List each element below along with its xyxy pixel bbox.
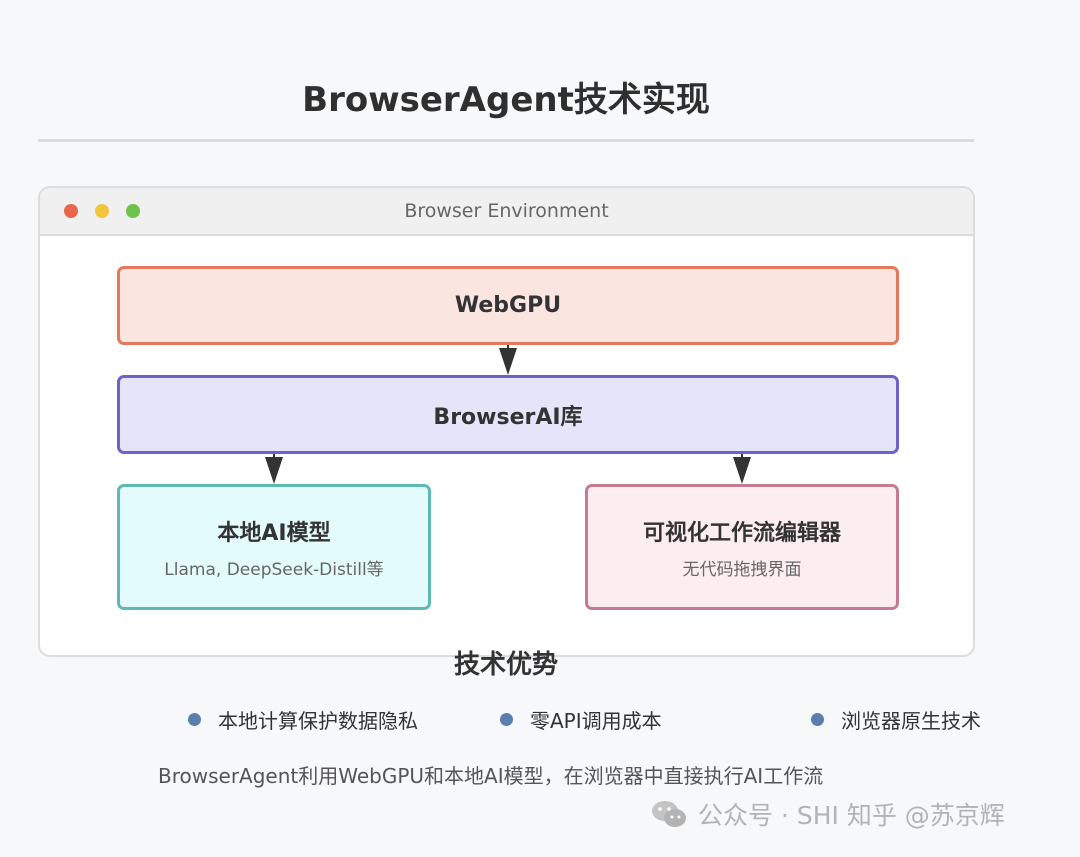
browser-window: Browser Environment WebGPU BrowserAI库 本地… xyxy=(38,186,975,657)
workflow-sub: 无代码拖拽界面 xyxy=(682,559,802,580)
advantage-item: 本地计算保护数据隐私 xyxy=(188,705,418,734)
arrow-webgpu-to-browserai xyxy=(499,345,517,375)
bullet-icon xyxy=(188,713,201,726)
browserai-label: BrowserAI库 xyxy=(433,404,583,430)
local-ai-node: 本地AI模型 Llama, DeepSeek-Distill等 xyxy=(117,484,431,610)
summary-text: BrowserAgent利用WebGPU和本地AI模型，在浏览器中直接执行AI工… xyxy=(158,764,824,788)
maximize-dot-icon[interactable] xyxy=(126,204,140,218)
workflow-label: 可视化工作流编辑器 xyxy=(642,520,841,546)
advantage-item: 零API调用成本 xyxy=(500,705,662,734)
browserai-node: BrowserAI库 xyxy=(117,375,899,454)
webgpu-node: WebGPU xyxy=(117,266,899,345)
local-ai-sub: Llama, DeepSeek-Distill等 xyxy=(164,559,384,580)
page-title: BrowserAgent技术实现 xyxy=(302,80,710,120)
browser-window-title: Browser Environment xyxy=(404,200,609,222)
wechat-icon xyxy=(652,801,686,827)
advantages-title: 技术优势 xyxy=(453,650,558,680)
minimize-dot-icon[interactable] xyxy=(95,204,109,218)
title-divider xyxy=(38,139,974,142)
workflow-node: 可视化工作流编辑器 无代码拖拽界面 xyxy=(585,484,899,610)
advantage-label: 本地计算保护数据隐私 xyxy=(218,709,418,733)
browser-title-bar: Browser Environment xyxy=(40,188,973,236)
close-dot-icon[interactable] xyxy=(64,204,78,218)
advantage-label: 零API调用成本 xyxy=(530,709,662,733)
advantage-label: 浏览器原生技术 xyxy=(841,709,981,733)
arrow-browserai-to-local-ai xyxy=(265,454,283,484)
local-ai-label: 本地AI模型 xyxy=(217,520,331,546)
bullet-icon xyxy=(811,713,824,726)
webgpu-label: WebGPU xyxy=(454,293,562,318)
advantage-item: 浏览器原生技术 xyxy=(811,705,981,734)
watermark-text: 公众号 · SHI 知乎 @苏京辉 xyxy=(698,801,1005,830)
arrow-browserai-to-workflow xyxy=(733,454,751,484)
watermark: 公众号 · SHI 知乎 @苏京辉 xyxy=(650,796,1005,832)
bullet-icon xyxy=(500,713,513,726)
